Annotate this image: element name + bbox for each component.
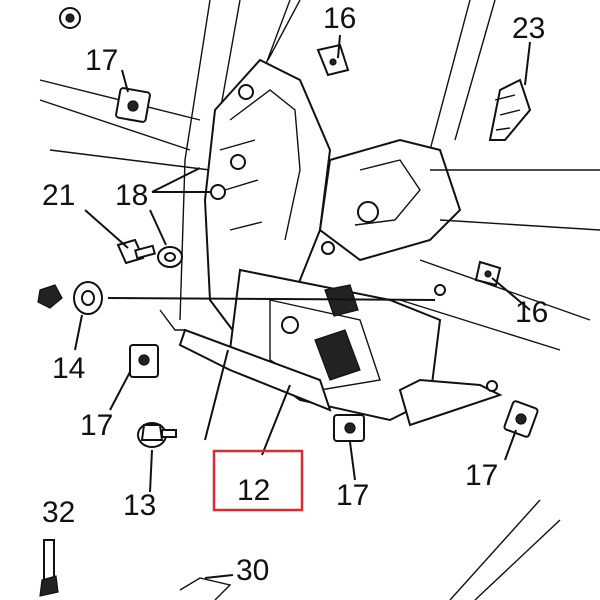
callout-16-right: 16 <box>515 296 548 329</box>
flange-bolt-icon <box>137 422 177 448</box>
callout-21: 21 <box>42 179 75 212</box>
callout-14: 14 <box>52 352 85 385</box>
clip-nut-icon <box>129 344 159 378</box>
callout-23: 23 <box>512 12 545 45</box>
callout-18: 18 <box>115 179 148 212</box>
washer-icon <box>157 246 183 268</box>
speed-nut-icon <box>316 43 350 77</box>
clip-nut-icon <box>503 400 539 438</box>
callout-16-top: 16 <box>323 2 356 35</box>
callout-17-top-left: 17 <box>85 44 118 77</box>
callout-32: 32 <box>42 496 75 529</box>
callout-30: 30 <box>236 554 269 587</box>
callout-17-right: 17 <box>465 459 498 492</box>
frame-assembly <box>39 0 600 600</box>
clip-nut-icon <box>333 414 365 442</box>
clip-nut-icon <box>115 87 151 123</box>
callout-17-left: 17 <box>80 409 113 442</box>
callout-12: 12 <box>237 474 270 507</box>
callouts: 16 23 17 21 18 16 14 17 17 13 12 17 32 3… <box>42 2 548 587</box>
leader-lines <box>74 34 531 579</box>
nut-icon <box>37 281 103 315</box>
highlight-box <box>212 449 304 512</box>
hardware <box>37 7 539 597</box>
screw-icon <box>39 539 59 597</box>
nut-icon <box>59 7 81 29</box>
callout-17-center: 17 <box>336 479 369 512</box>
callout-13: 13 <box>123 489 156 522</box>
